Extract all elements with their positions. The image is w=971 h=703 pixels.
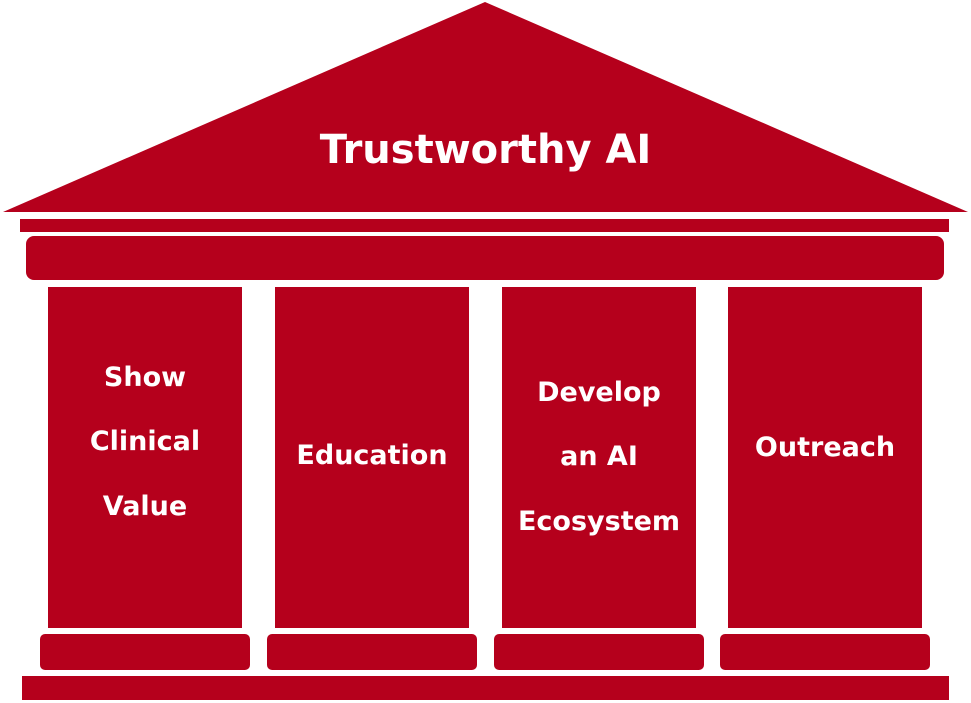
pillar-1-line-2: Clinical: [89, 426, 201, 458]
pillar-1-line-1: Show: [103, 361, 187, 393]
pillar-label-4: Outreach: [728, 287, 922, 628]
pillar-3-line-3: Ecosystem: [517, 506, 681, 538]
pillar-base-1: [40, 634, 250, 670]
pillar-1-line-3: Value: [102, 491, 188, 523]
pillar-base-3: [494, 634, 704, 670]
pillar-shaft-3: [502, 287, 696, 628]
pillar-base-2: [267, 634, 477, 670]
temple-foundation: [22, 676, 949, 700]
pillar-label-3: Develop an AI Ecosystem: [502, 287, 696, 628]
temple-architrave: [20, 219, 949, 232]
pillar-2-line-1: Education: [296, 439, 448, 471]
temple-capital: [26, 236, 944, 280]
pillar-label-2: Education: [275, 287, 469, 628]
pillar-label-1: Show Clinical Value: [48, 287, 242, 628]
temple-title: Trustworthy AI: [319, 127, 652, 173]
temple-roof: [3, 2, 968, 212]
pillar-3-line-1: Develop: [537, 376, 661, 408]
pillar-4-line-1: Outreach: [754, 432, 896, 464]
pillar-shaft-4: [728, 287, 922, 628]
pillar-3-line-2: an AI: [560, 441, 638, 473]
pillar-shaft-1: [48, 287, 242, 628]
pillar-base-4: [720, 634, 930, 670]
pillar-shaft-2: [275, 287, 469, 628]
